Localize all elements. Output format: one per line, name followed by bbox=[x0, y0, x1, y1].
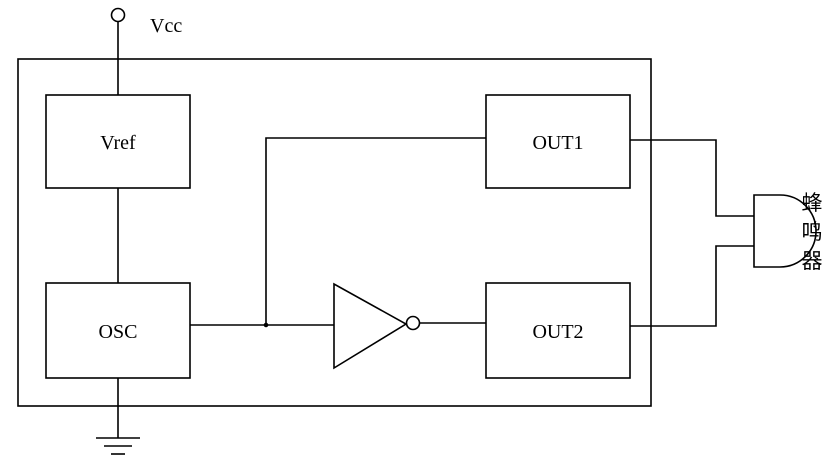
out1-label: OUT1 bbox=[532, 132, 583, 154]
out1-buzzer-wire bbox=[630, 139, 754, 217]
chip-outline bbox=[17, 58, 652, 407]
out1-block bbox=[485, 94, 631, 189]
inverter-symbol bbox=[333, 282, 408, 370]
vcc-label: Vcc bbox=[150, 15, 182, 37]
out2-block bbox=[485, 282, 631, 379]
osc-label: OSC bbox=[99, 321, 138, 343]
buzzer-label-char-2: 鸣 bbox=[802, 220, 823, 244]
buzzer-symbol bbox=[753, 194, 817, 268]
inverter-bubble bbox=[405, 315, 421, 331]
out2-buzzer-wire bbox=[630, 245, 754, 327]
buzzer-label-char-3: 器 bbox=[802, 249, 823, 273]
buzzer-label-char-1: 蜂 bbox=[802, 191, 823, 215]
vref-label: Vref bbox=[100, 132, 136, 154]
vcc-terminal bbox=[110, 7, 126, 23]
out1-input-wire bbox=[265, 137, 486, 325]
out2-label: OUT2 bbox=[532, 321, 583, 343]
